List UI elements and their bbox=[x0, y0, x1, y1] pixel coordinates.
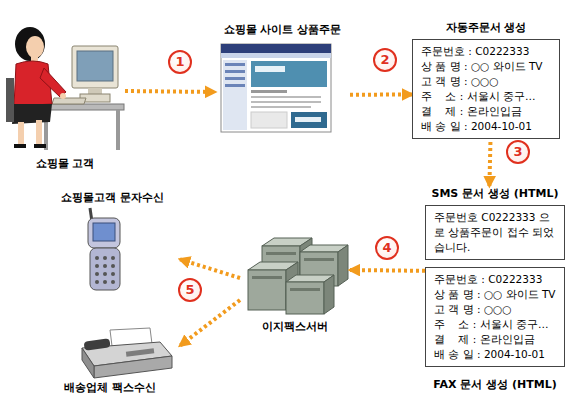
node-heading: 자동주문서 생성 bbox=[446, 20, 527, 36]
field-line: 주문번호 : C0222333 bbox=[434, 272, 556, 287]
field-line: 상 품 명 : ○○ 와이드 TV bbox=[434, 287, 556, 302]
node-caption: 쇼핑몰고객 문자수신 bbox=[61, 190, 164, 206]
message-text: 주문번호 C0222333 으로 상품주문이 접수 되었습니다. bbox=[434, 210, 556, 255]
customer-illustration bbox=[6, 27, 124, 150]
field-line: 주 소 : 서울시 중구… bbox=[421, 89, 551, 104]
node-caption: 배송업체 팩스수신 bbox=[64, 380, 156, 396]
order-document: 자동주문서 생성주문번호 : C0222333상 품 명 : ○○ 와이드 TV… bbox=[412, 20, 560, 142]
flow-arrow bbox=[350, 268, 425, 273]
step-number: 5 bbox=[178, 278, 202, 302]
field-line: 주문번호 : C0222333 bbox=[421, 44, 551, 59]
website-screenshot bbox=[221, 44, 331, 132]
field-line: 상 품 명 : ○○ 와이드 TV bbox=[421, 59, 551, 74]
node-heading: FAX 문서 생성 (HTML) bbox=[433, 377, 556, 393]
phone-illustration bbox=[88, 208, 120, 290]
step-number: 2 bbox=[373, 48, 397, 72]
website-node: 쇼핑몰 사이트 상품주문 bbox=[215, 22, 350, 134]
flow-arrow bbox=[125, 91, 215, 92]
flow-arrow bbox=[180, 259, 240, 278]
sms-document: SMS 문서 생성 (HTML) 주문번호 C0222333 으로 상품주문이 접… bbox=[425, 186, 565, 262]
node-caption: 쇼핑몰 고객 bbox=[36, 156, 95, 172]
field-line: 결 제 : 온라인입금 bbox=[421, 104, 551, 119]
field-line: 고 객 명 : ○○○ bbox=[421, 74, 551, 89]
node-caption: 쇼핑몰 사이트 상품주문 bbox=[224, 22, 342, 38]
document-box: 주문번호 : C0222333상 품 명 : ○○ 와이드 TV고 객 명 : … bbox=[425, 267, 565, 367]
mobile-phone: 쇼핑몰고객 문자수신 bbox=[45, 190, 180, 292]
customer-node: 쇼핑몰 고객 bbox=[5, 22, 125, 172]
field-line: 배 송 일 : 2004-10-01 bbox=[421, 119, 551, 134]
fax-document: 주문번호 : C0222333상 품 명 : ○○ 와이드 TV고 객 명 : … bbox=[425, 267, 565, 395]
field-line: 배 송 일 : 2004-10-01 bbox=[434, 347, 556, 362]
fax-illustration bbox=[82, 328, 172, 378]
node-heading: SMS 문서 생성 (HTML) bbox=[432, 186, 559, 202]
step-number: 1 bbox=[168, 50, 192, 74]
flow-arrow bbox=[350, 92, 412, 96]
field-line: 주 소 : 서울시 중구… bbox=[434, 317, 556, 332]
field-line: 고 객 명 : ○○○ bbox=[434, 302, 556, 317]
server-illustration bbox=[248, 238, 348, 314]
flow-arrow bbox=[489, 142, 490, 186]
document-box: 주문번호 C0222333 으로 상품주문이 접수 되었습니다. bbox=[425, 205, 565, 260]
fax-server: 이지팩스서버 bbox=[240, 235, 350, 335]
step-number: 4 bbox=[375, 236, 399, 260]
flow-arrow bbox=[180, 300, 240, 346]
step-number: 3 bbox=[506, 140, 530, 164]
node-caption: 이지팩스서버 bbox=[262, 319, 328, 335]
field-line: 결 제 : 온라인입금 bbox=[434, 332, 556, 347]
fax-machine: 배송업체 팩스수신 bbox=[40, 322, 180, 396]
document-box: 주문번호 : C0222333상 품 명 : ○○ 와이드 TV고 객 명 : … bbox=[412, 39, 560, 139]
